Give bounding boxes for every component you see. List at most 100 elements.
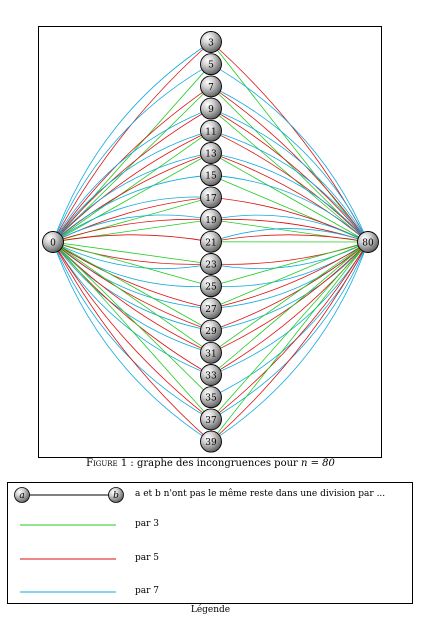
edge-0-19-mod5: [52, 218, 212, 243]
edge-0-5-mod7: [52, 63, 212, 243]
edge-39-80-mod3: [210, 241, 369, 442]
edge-0-17-mod3: [52, 197, 212, 243]
legend-node-b: b: [108, 487, 124, 503]
legend-node-a-label: a: [19, 491, 24, 501]
edge-21-80-mod7: [210, 228, 369, 243]
edge-0-39-mod7: [52, 241, 212, 442]
edge-27-80-mod3: [210, 241, 369, 309]
node-9-label: 9: [208, 105, 214, 115]
node-39-ball: [200, 430, 222, 453]
edge-0-29-mod3: [52, 241, 212, 331]
node-17-ball: [200, 186, 222, 209]
edge-0-37-mod3: [52, 241, 212, 420]
node-5-label: 5: [208, 61, 214, 71]
edge-37-80-mod7: [210, 241, 369, 420]
node-13-label: 13: [205, 150, 217, 160]
legend-caption: Légende: [190, 605, 231, 615]
node-19-ball: [200, 208, 222, 231]
legend-graphics: a b: [14, 487, 124, 593]
edge-0-3-mod7: [52, 41, 212, 243]
edge-31-80-mod3: [210, 241, 369, 354]
edge-0-13-mod3: [52, 152, 212, 243]
node-13-ball: [200, 142, 222, 164]
edge-9-80-mod5: [210, 108, 369, 243]
node-33-label: 33: [205, 372, 217, 382]
node-23: 23: [200, 253, 222, 275]
edge-37-80-mod3: [210, 241, 369, 420]
node-3-ball: [200, 31, 222, 53]
node-0-label: 0: [50, 239, 56, 249]
node-39-label: 39: [205, 438, 217, 448]
edge-9-80-mod3: [210, 108, 369, 243]
node-3-label: 3: [208, 39, 214, 49]
figure-caption: Figure 1 : graphe des incongruences pour…: [0, 458, 421, 469]
edge-29-80-mod7: [210, 241, 369, 331]
node-0: 0: [42, 231, 64, 253]
edge-0-3-mod5: [52, 41, 212, 243]
legend-item-par5-label: par 5: [135, 553, 160, 563]
node-19: 19: [200, 208, 222, 231]
edge-0-13-mod5: [52, 152, 212, 243]
legend-header-text: a et b n'ont pas le même reste dans une …: [135, 489, 386, 499]
edge-7-80-mod5: [210, 86, 369, 243]
figure-caption-text: : graphe des incongruences pour: [127, 458, 301, 469]
node-37-label: 37: [205, 416, 217, 426]
edge-0-21-mod5: [52, 234, 212, 243]
node-7-ball: [200, 75, 222, 98]
node-25: 25: [200, 275, 222, 298]
edge-0-9-mod5: [52, 108, 212, 243]
edge-19-80-mod7: [210, 214, 369, 243]
edge-0-19-mod7: [52, 214, 212, 243]
edge-0-33-mod7: [52, 241, 212, 376]
edge-0-15-mod7: [52, 174, 212, 243]
edge-0-39-mod5: [52, 241, 212, 442]
edge-0-37-mod7: [52, 241, 212, 420]
edge-0-37-mod5: [52, 241, 212, 420]
node-35-ball: [200, 386, 222, 409]
edge-13-80-mod5: [210, 152, 369, 243]
node-11-ball: [200, 119, 222, 142]
node-0-ball: [42, 231, 64, 253]
edge-13-80-mod7: [210, 152, 369, 243]
node-35-label: 35: [205, 394, 217, 404]
node-15-ball: [200, 164, 222, 187]
legend-node-b-label: b: [113, 491, 119, 501]
edge-0-17-mod7: [52, 196, 212, 243]
node-5: 5: [200, 53, 222, 76]
node-31: 31: [200, 341, 222, 364]
edge-23-80-mod7: [210, 241, 369, 270]
node-9: 9: [200, 97, 222, 120]
figure-caption-prefix: Figure 1: [86, 458, 128, 469]
node-15-label: 15: [205, 172, 217, 182]
edge-0-7-mod5: [52, 86, 212, 243]
edge-15-80-mod3: [210, 174, 369, 243]
edge-9-80-mod7: [210, 108, 369, 243]
legend-item-par7-label: par 7: [135, 586, 160, 596]
node-27-label: 27: [205, 305, 217, 315]
node-11-label: 11: [205, 127, 216, 137]
node-33-ball: [200, 364, 222, 386]
node-11: 11: [200, 119, 222, 142]
edge-0-9-mod7: [52, 108, 212, 243]
edge-0-13-mod7: [52, 152, 212, 243]
node-33: 33: [200, 364, 222, 386]
node-25-label: 25: [205, 283, 217, 293]
legend-node-a: a: [14, 487, 30, 503]
node-9-ball: [200, 97, 222, 120]
edges-layer: [52, 41, 369, 442]
node-80: 80: [357, 231, 379, 253]
node-29-label: 29: [205, 327, 217, 337]
edge-29-80-mod5: [210, 241, 369, 331]
edge-5-80-mod7: [210, 63, 369, 243]
node-17-label: 17: [205, 194, 217, 204]
edge-0-29-mod7: [52, 241, 212, 331]
node-27: 27: [200, 297, 222, 320]
edge-39-80-mod5: [210, 241, 369, 442]
edge-13-80-mod3: [210, 152, 369, 243]
edge-0-31-mod3: [52, 241, 212, 354]
figure-caption-math: n = 80: [301, 458, 335, 469]
legend-item-par3-label: par 3: [135, 519, 160, 529]
